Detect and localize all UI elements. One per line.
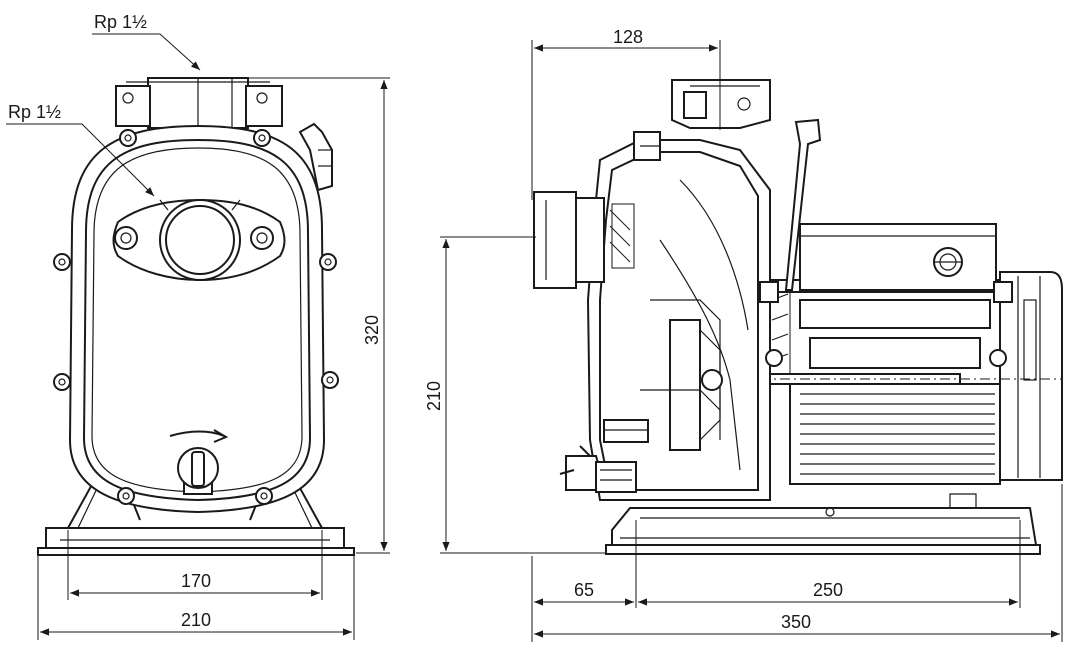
side-valve [298, 122, 333, 192]
dim-total-height: 320 [362, 315, 382, 345]
impeller [669, 319, 723, 451]
dim-shaft-height: 210 [424, 381, 444, 411]
drain-plug [177, 447, 219, 495]
label-connection-front: Rp 1½ [8, 102, 61, 122]
terminal-box [799, 223, 997, 291]
front-view: 320 170 210 Rp 1½ Rp 1½ [6, 12, 390, 640]
lever-handle [784, 118, 822, 291]
front-base-plate [37, 547, 355, 556]
casing-bolts [53, 129, 339, 505]
dim-top-width: 128 [613, 27, 643, 47]
label-connection-top: Rp 1½ [94, 12, 147, 32]
motor-cooling-fins [800, 393, 995, 475]
drain-valve [559, 419, 649, 493]
dim-foot-holes: 170 [181, 571, 211, 591]
side-base-plate [605, 544, 1041, 555]
dim-total-length: 350 [781, 612, 811, 632]
fan-cover [999, 271, 1063, 481]
suction-flange-side [533, 191, 577, 289]
dim-foot-offset: 65 [574, 580, 594, 600]
dim-foot-spacing: 250 [813, 580, 843, 600]
dim-front-width: 210 [181, 610, 211, 630]
top-valve-block [633, 79, 771, 161]
side-view: 128 210 65 250 350 [424, 27, 1063, 642]
